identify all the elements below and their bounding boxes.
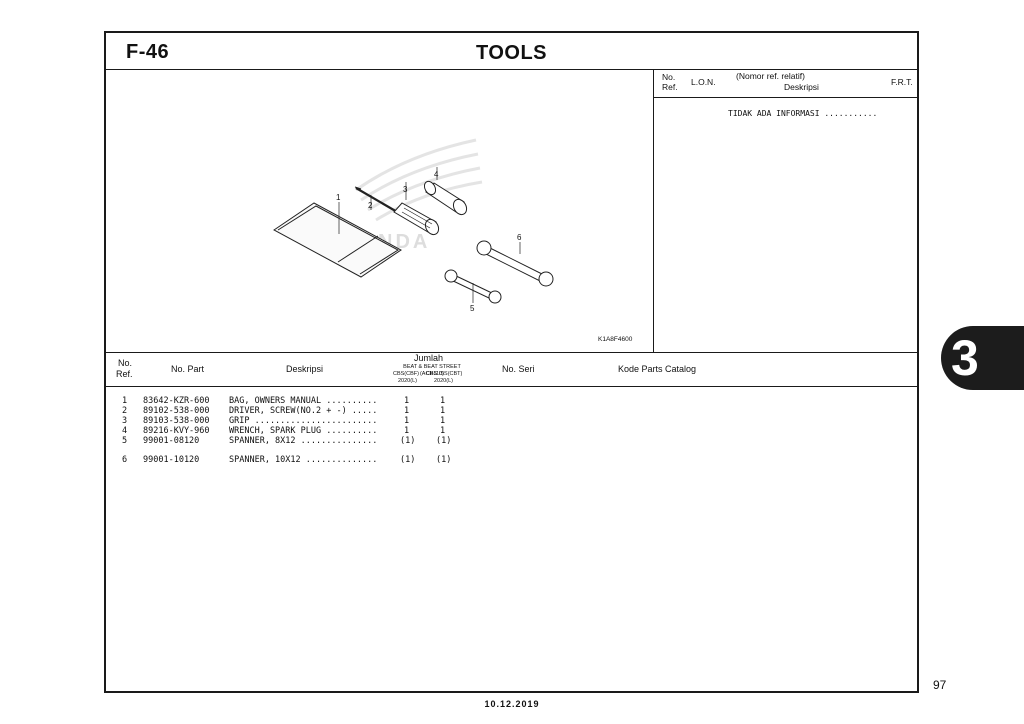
deskripsi-label: Deskripsi xyxy=(784,82,819,92)
illustration-code: K1A8F4600 xyxy=(598,336,633,343)
parts-table-header: No. Ref. No. Part Deskripsi Jumlah BEAT … xyxy=(106,352,917,387)
qty-col1-label: CBS(CBF) xyxy=(393,371,419,377)
row-part-no: 99001-10120 xyxy=(143,455,200,465)
row-desc: WRENCH, SPARK PLUG .......... xyxy=(229,426,378,436)
callout-5: 5 xyxy=(470,304,475,313)
row-qty-1: 1 xyxy=(404,416,410,426)
row-qty-2: 1 xyxy=(440,426,446,436)
nomor-ref-label: (Nomor ref. relatif) xyxy=(736,71,805,81)
col-no-seri-label: No. Seri xyxy=(502,364,535,374)
row-ref: 6 xyxy=(122,455,128,465)
row-qty-2: (1) xyxy=(436,455,452,465)
row-qty-2: 1 xyxy=(440,396,446,406)
callout-6: 6 xyxy=(517,233,522,242)
table-row: 5 99001-08120 SPANNER, 8X12 ............… xyxy=(106,436,917,446)
qty-col2-label: CBS ISS(CBT) xyxy=(426,371,463,377)
table-row: 3 89103-538-000 GRIP ...................… xyxy=(106,416,917,426)
honda-wing-watermark xyxy=(355,138,483,222)
col-kode-label: Kode Parts Catalog xyxy=(618,364,697,374)
col-ref-label: Ref. xyxy=(116,369,133,379)
row-ref: 4 xyxy=(122,426,128,436)
row-qty-1: (1) xyxy=(400,436,416,446)
table-row: 2 89102-538-000 DRIVER, SCREW(NO.2 + -) … xyxy=(106,406,917,416)
part-4-spark-plug-wrench xyxy=(423,180,468,216)
col-jumlah-label: Jumlah xyxy=(414,353,444,363)
lon-label: L.O.N. xyxy=(691,77,716,87)
frt-label: F.R.T. xyxy=(891,77,913,87)
row-qty-2: 1 xyxy=(440,406,446,416)
part-3-grip xyxy=(393,202,440,236)
row-qty-2: (1) xyxy=(436,436,452,446)
col-no-part-label: No. Part xyxy=(171,364,205,374)
callout-2: 2 xyxy=(368,201,373,210)
tools-drawing: HONDA xyxy=(273,138,554,313)
no-information-note: TIDAK ADA INFORMASI ........... xyxy=(728,109,878,118)
row-desc: DRIVER, SCREW(NO.2 + -) ..... xyxy=(229,406,378,416)
page-number: 97 xyxy=(933,678,947,692)
variant-line: BEAT & BEAT STREET (ACH110) xyxy=(403,364,461,377)
row-qty-1: 1 xyxy=(404,406,410,416)
table-row: 6 99001-10120 SPANNER, 10X12 ...........… xyxy=(106,455,917,465)
row-desc: SPANNER, 10X12 .............. xyxy=(229,455,378,465)
reference-panel-header: No. Ref. L.O.N. (Nomor ref. relatif) Des… xyxy=(654,70,917,98)
row-desc: BAG, OWNERS MANUAL .......... xyxy=(229,396,378,406)
figure-code: F-46 xyxy=(126,41,170,63)
row-ref: 3 xyxy=(122,416,128,426)
col-deskripsi-label: Deskripsi xyxy=(286,364,324,374)
title-bar: F-46 TOOLS xyxy=(106,33,917,70)
callout-1: 1 xyxy=(336,193,341,202)
row-part-no: 83642-KZR-600 xyxy=(143,396,210,406)
row-ref: 5 xyxy=(122,436,128,446)
part-5-spanner xyxy=(444,269,502,304)
row-desc: SPANNER, 8X12 ............... xyxy=(229,436,378,446)
row-qty-1: 1 xyxy=(404,426,410,436)
table-row: 1 83642-KZR-600 BAG, OWNERS MANUAL .....… xyxy=(106,396,917,406)
callout-3: 3 xyxy=(403,185,408,194)
row-qty-2: 1 xyxy=(440,416,446,426)
page-title: TOOLS xyxy=(475,42,548,64)
ref-no-label: No. xyxy=(662,72,676,82)
chapter-tab: 3 xyxy=(941,326,1024,390)
callout-leaders xyxy=(338,167,521,303)
callout-4: 4 xyxy=(434,170,439,179)
qty-col1-year: 2020(L) xyxy=(398,378,417,384)
exploded-view-illustration: HONDA xyxy=(106,70,654,352)
row-part-no: 89216-KVY-960 xyxy=(143,426,210,436)
part-1-bag xyxy=(273,202,402,278)
catalog-frame: F-46 TOOLS HONDA xyxy=(104,31,919,693)
row-ref: 1 xyxy=(122,396,128,406)
ref-ref-label: Ref. xyxy=(662,82,678,92)
row-ref: 2 xyxy=(122,406,128,416)
row-part-no: 89102-538-000 xyxy=(143,406,210,416)
table-row: 4 89216-KVY-960 WRENCH, SPARK PLUG .....… xyxy=(106,426,917,436)
row-qty-1: (1) xyxy=(400,455,416,465)
row-part-no: 99001-08120 xyxy=(143,436,200,446)
row-qty-1: 1 xyxy=(404,396,410,406)
row-part-no: 89103-538-000 xyxy=(143,416,210,426)
col-no-label: No. xyxy=(118,358,133,368)
row-desc: GRIP ........................ xyxy=(229,416,378,426)
qty-col2-year: 2020(L) xyxy=(434,378,453,384)
part-6-spanner xyxy=(476,240,554,287)
print-date: 10.12.2019 xyxy=(484,699,540,709)
